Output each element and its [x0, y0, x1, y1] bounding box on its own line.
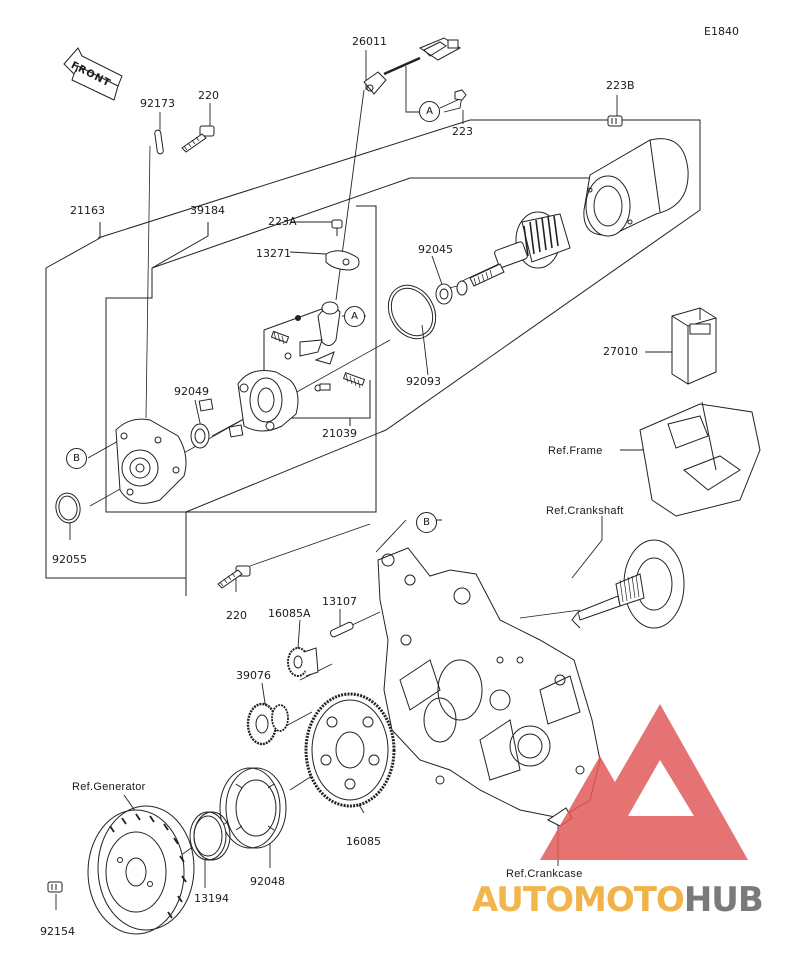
shaft-13107 — [329, 621, 354, 638]
watermark-logo — [540, 704, 748, 860]
part-223A: 223A — [268, 215, 297, 228]
ref-crankcase: Ref.Crankcase — [506, 868, 583, 880]
part-92173: 92173 — [140, 97, 175, 110]
o-ring-92093 — [387, 284, 437, 340]
bolt-223B — [607, 115, 623, 127]
part-13107: 13107 — [322, 595, 357, 608]
bolt-92154 — [47, 881, 63, 893]
end-cover — [237, 370, 299, 432]
frame-bracket — [639, 401, 761, 517]
part-21163: 21163 — [70, 204, 105, 217]
watermark-auto: AUTO — [472, 880, 574, 920]
part-92055: 92055 — [52, 553, 87, 566]
diagram-code: E1840 — [704, 25, 739, 38]
ref-crankshaft: Ref.Crankshaft — [546, 505, 624, 517]
gear-16085 — [304, 692, 396, 808]
callout-b-right: B — [416, 512, 437, 533]
part-27010: 27010 — [603, 345, 638, 358]
watermark-text: AUTOMOTOHUB — [472, 880, 764, 920]
starter-motor-housing — [583, 138, 689, 237]
part-92154: 92154 — [40, 925, 75, 938]
part-26011: 26011 — [352, 35, 387, 48]
part-39184: 39184 — [190, 204, 225, 217]
bolt-220-bottom — [217, 565, 251, 589]
part-39076: 39076 — [236, 669, 271, 682]
lead-wire-26011 — [363, 37, 461, 95]
part-92093: 92093 — [406, 375, 441, 388]
washer-13194 — [189, 811, 231, 861]
oil-seal-92049 — [190, 423, 210, 449]
part-220-bottom: 220 — [226, 609, 247, 622]
screw-223A — [331, 219, 343, 236]
dowel-pin-92173 — [154, 129, 164, 155]
part-92045: 92045 — [418, 243, 453, 256]
part-220-top: 220 — [198, 89, 219, 102]
crankcase — [377, 547, 601, 827]
generator-rotor — [87, 805, 195, 935]
starter-clutch-92048 — [219, 767, 287, 849]
ref-generator: Ref.Generator — [72, 781, 146, 793]
starter-relay-27010 — [671, 307, 717, 385]
bolt-220-top — [181, 125, 215, 153]
bearing-92045 — [435, 280, 468, 305]
armature — [469, 211, 571, 287]
brush-holder-21039 — [270, 301, 366, 392]
brush-plate-13271 — [325, 250, 360, 271]
watermark-hub: HUB — [683, 880, 764, 920]
part-13194: 13194 — [194, 892, 229, 905]
ref-frame: Ref.Frame — [548, 445, 603, 457]
part-16085: 16085 — [346, 835, 381, 848]
part-223: 223 — [452, 125, 473, 138]
watermark-moto: MOTO — [572, 880, 685, 920]
part-92049: 92049 — [174, 385, 209, 398]
part-21039: 21039 — [322, 427, 357, 440]
shims — [198, 398, 244, 438]
part-92048: 92048 — [250, 875, 285, 888]
o-ring-92055 — [55, 492, 81, 524]
front-arrow-icon — [63, 47, 123, 101]
part-13271: 13271 — [256, 247, 291, 260]
gear-16085A — [287, 647, 319, 677]
nut-223 — [454, 89, 467, 101]
crankshaft — [571, 539, 685, 629]
part-223B: 223B — [606, 79, 635, 92]
callout-a-mid: A — [344, 306, 365, 327]
callout-b-left: B — [66, 448, 87, 469]
part-16085A: 16085A — [268, 607, 311, 620]
callout-a-top: A — [419, 101, 440, 122]
starter-flange — [115, 418, 187, 504]
gear-39076 — [246, 702, 289, 746]
